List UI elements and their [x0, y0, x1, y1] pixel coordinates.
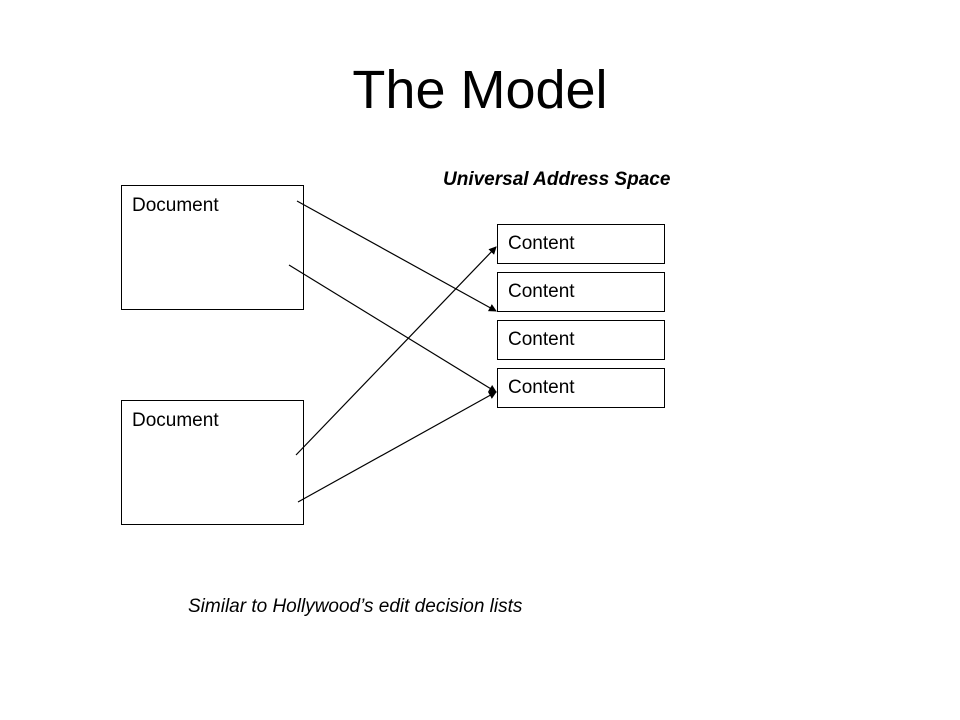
document-box-1: Document: [121, 185, 304, 310]
content-label: Content: [508, 281, 575, 302]
document-box-2: Document: [121, 400, 304, 525]
content-box-2: Content: [497, 272, 665, 312]
link-arrow-doc2-content1: [295, 246, 497, 456]
content-label: Content: [508, 233, 575, 254]
document-label: Document: [132, 195, 219, 216]
link-arrow-doc1-content2: [296, 200, 497, 312]
caption: Similar to Hollywood’s edit decision lis…: [188, 596, 523, 617]
content-label: Content: [508, 377, 575, 398]
content-label: Content: [508, 329, 575, 350]
document-label: Document: [132, 410, 219, 431]
content-box-4: Content: [497, 368, 665, 408]
content-box-1: Content: [497, 224, 665, 264]
content-box-3: Content: [497, 320, 665, 360]
universal-address-space-label: Universal Address Space: [443, 169, 671, 190]
link-arrow-doc2-content4: [297, 391, 497, 503]
slide-title: The Model: [352, 60, 608, 120]
link-arrow-doc1-content4: [288, 264, 497, 393]
